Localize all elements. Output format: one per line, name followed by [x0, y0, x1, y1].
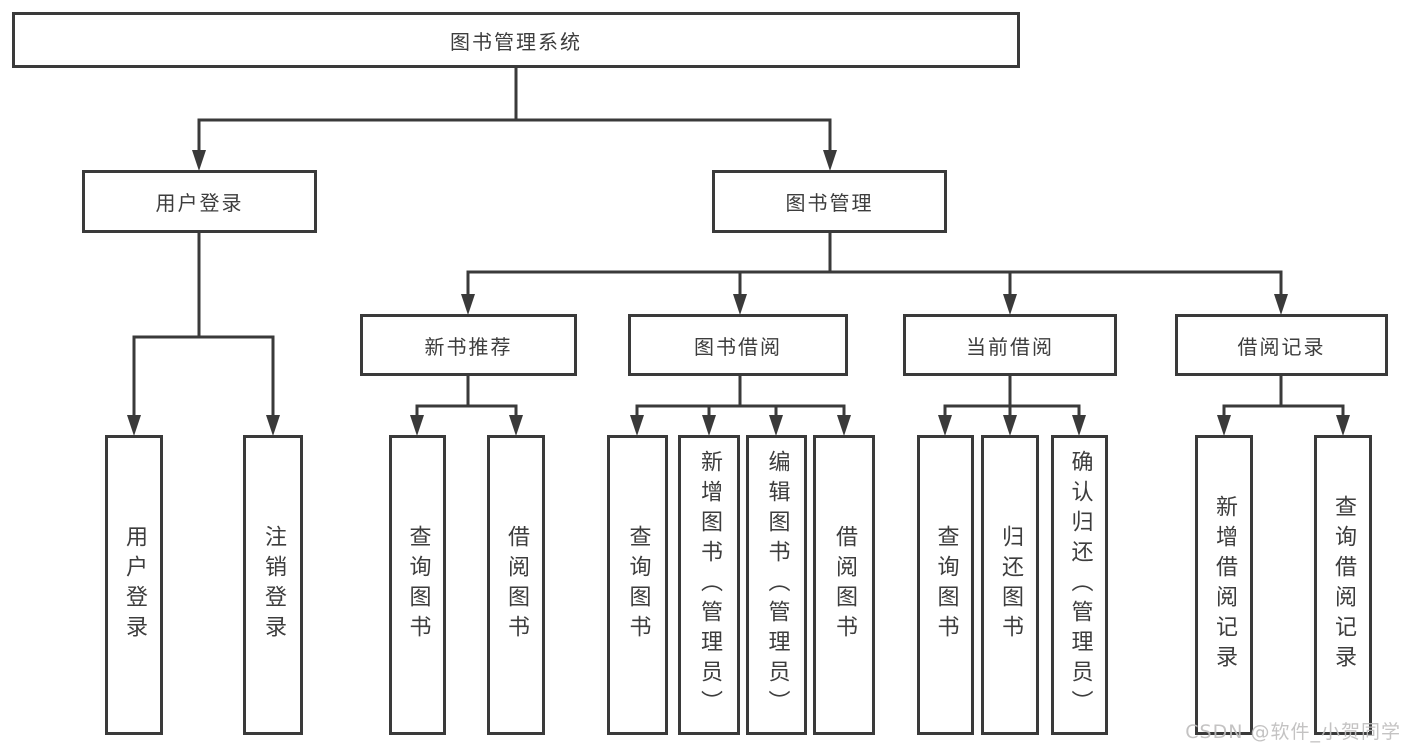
leaf-logout: 注销登录 [243, 435, 303, 735]
node-label: 注销登录 [261, 525, 286, 645]
leaf-query-books-recommend: 查询图书 [389, 435, 446, 735]
leaf-edit-book-admin: 编辑图书（管理员） [746, 435, 807, 735]
node-label: 编辑图书（管理员） [764, 450, 790, 720]
csdn-watermark: CSDN @软件_小贺同学 [1185, 721, 1401, 743]
arrowheads [127, 150, 1350, 436]
leaf-borrow-books: 借阅图书 [813, 435, 875, 735]
node-label: 图书借阅 [694, 334, 782, 359]
leaf-borrow-books-recommend: 借阅图书 [487, 435, 545, 735]
node-label: 新增借阅记录 [1212, 495, 1237, 675]
node-label: 确认归还（管理员） [1067, 450, 1093, 720]
node-label: 借阅图书 [832, 525, 857, 645]
leaf-user-login: 用户登录 [105, 435, 163, 735]
node-user-login: 用户登录 [82, 170, 317, 233]
leaf-query-books-borrow: 查询图书 [607, 435, 668, 735]
node-label: 查询图书 [405, 525, 431, 645]
node-library-management-system: 图书管理系统 [12, 12, 1020, 68]
node-label: 图书管理系统 [450, 29, 582, 54]
node-label: 当前借阅 [966, 334, 1054, 359]
node-label: 用户登录 [155, 191, 244, 215]
leaf-return-books: 归还图书 [981, 435, 1039, 735]
node-label: 新书推荐 [424, 334, 513, 359]
leaf-add-book-admin: 新增图书（管理员） [678, 435, 740, 735]
node-label: 借阅图书 [504, 525, 529, 645]
node-label: 查询借阅记录 [1331, 495, 1356, 675]
node-label: 借阅记录 [1237, 334, 1326, 359]
node-new-book-recommend: 新书推荐 [360, 314, 577, 376]
node-borrow-records: 借阅记录 [1175, 314, 1388, 376]
node-label: 查询图书 [933, 525, 959, 645]
node-label: 新增图书（管理员） [697, 450, 722, 720]
leaf-confirm-return-admin: 确认归还（管理员） [1051, 435, 1108, 735]
node-label: 归还图书 [998, 525, 1023, 645]
node-book-borrow: 图书借阅 [628, 314, 848, 376]
leaf-query-books-current: 查询图书 [917, 435, 974, 735]
node-current-borrow: 当前借阅 [903, 314, 1117, 376]
node-label: 图书管理 [785, 191, 874, 215]
node-label: 用户登录 [122, 525, 147, 645]
node-label: 查询图书 [625, 525, 651, 645]
leaf-add-borrow-record: 新增借阅记录 [1195, 435, 1253, 735]
node-book-management: 图书管理 [712, 170, 947, 233]
leaf-query-borrow-record: 查询借阅记录 [1314, 435, 1372, 735]
